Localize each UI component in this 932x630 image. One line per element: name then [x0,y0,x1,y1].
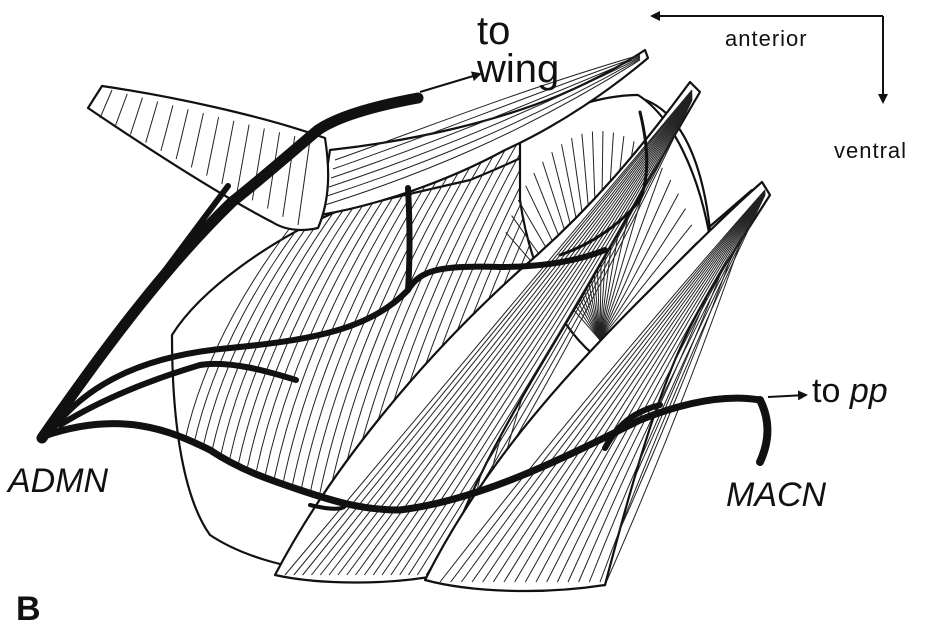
to-wing-arrow [420,74,480,92]
to-pp-suffix: pp [849,372,888,410]
admn-branch-upright [408,188,410,290]
to-pp-arrow [768,395,806,397]
to-wing-label-line2: wing [476,47,559,91]
to-pp-label: to pp [812,372,888,410]
macn-nerve [760,400,768,462]
admn-label: ADMN [6,462,109,500]
anterior-label: anterior [725,26,808,51]
macn-label: MACN [726,476,827,514]
ventral-label: ventral [834,138,907,163]
panel-label: B [16,590,41,628]
to-pp-prefix: to [812,372,840,410]
